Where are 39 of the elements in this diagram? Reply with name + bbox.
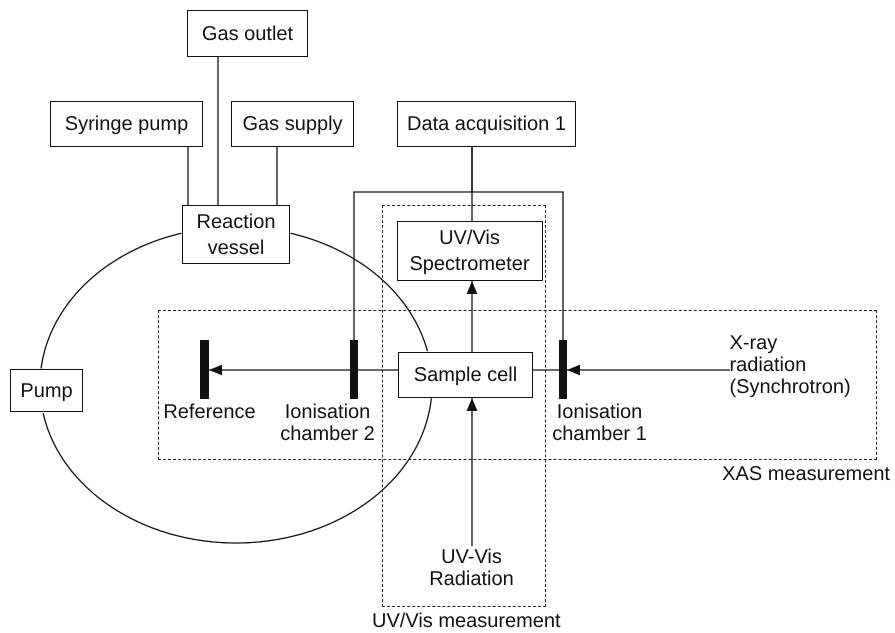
connector-line [217, 57, 219, 205]
connector-line [276, 147, 278, 205]
frame-label: XAS measurement [722, 463, 890, 486]
process-box [10, 369, 83, 412]
process-box [398, 352, 533, 398]
process-box [397, 101, 576, 147]
detector-label: Ionisation chamber 2 [279, 400, 376, 444]
frame-label: UV/Vis measurement [372, 610, 561, 633]
arrow [209, 364, 350, 376]
detector-label: Reference [162, 400, 257, 422]
connector-line [187, 147, 189, 205]
process-box [231, 101, 354, 147]
process-box [182, 205, 290, 264]
box-label: Syringe pump [64, 112, 188, 137]
connector-line [290, 232, 428, 352]
detector-bar [350, 340, 358, 398]
box-label: Reaction vessel [196, 210, 276, 260]
box-label: Gas supply [242, 112, 343, 137]
connector-line [471, 147, 564, 340]
arrow [466, 281, 478, 352]
detector-label: Ionisation chamber 1 [551, 400, 648, 444]
box-label: Data acquisition 1 [407, 112, 566, 137]
detector-bar [558, 340, 566, 398]
connector-line [533, 369, 559, 371]
detector-bar [200, 340, 208, 398]
arrow [466, 398, 478, 546]
box-label: Sample cell [414, 363, 518, 388]
connector-line [358, 369, 398, 371]
process-box [396, 220, 542, 280]
box-label: UV/Vis Spectrometer [408, 226, 531, 276]
box-label: Gas outlet [202, 22, 294, 46]
source-label: X-ray radiation (Synchrotron) [730, 332, 858, 404]
process-box [50, 101, 203, 147]
source-label: UV-Vis Radiation [424, 546, 520, 602]
box-label: Pump [20, 378, 73, 404]
connector-line [40, 232, 182, 369]
arrow [567, 364, 730, 376]
process-box [187, 10, 308, 57]
connector-line [42, 398, 432, 544]
